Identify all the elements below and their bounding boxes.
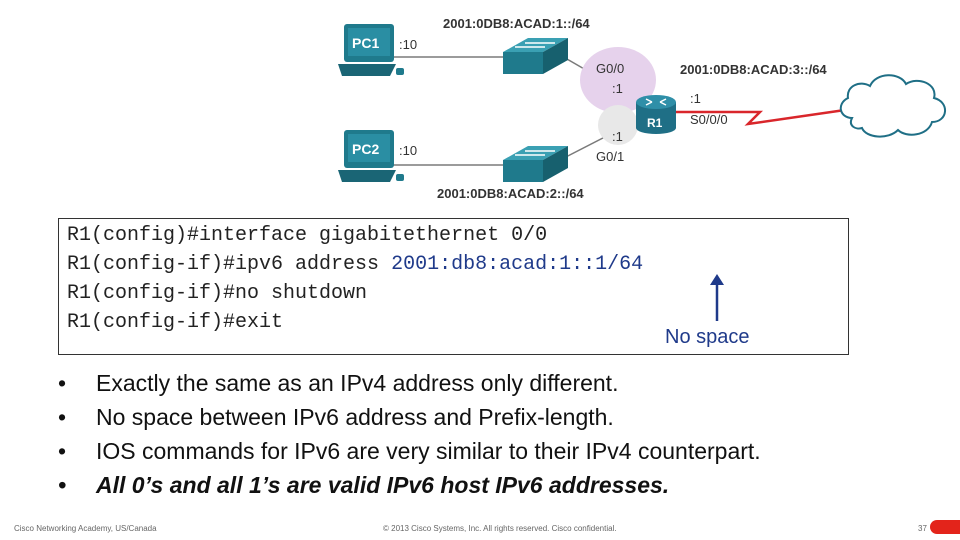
g00-highlight <box>580 47 656 113</box>
cli-line-2-prompt: R1(config-if)#ipv6 address <box>67 253 392 276</box>
bullet-dot: • <box>58 370 67 396</box>
bullet-item: •IOS commands for IPv6 are very similar … <box>58 434 761 468</box>
wan-link <box>676 108 846 126</box>
wan-network-label: 2001:0DB8:ACAD:3::/64 <box>680 62 827 77</box>
internet-cloud <box>839 74 946 138</box>
cli-example-box: R1(config)#interface gigabitethernet 0/0… <box>58 218 849 355</box>
pc1-host-label: :10 <box>399 37 417 52</box>
bullet-dot: • <box>58 472 67 498</box>
bullet-item: •All 0’s and all 1’s are valid IPv6 host… <box>58 468 761 502</box>
cli-line-2: R1(config-if)#ipv6 address 2001:db8:acad… <box>67 253 643 277</box>
lan2-network-label: 2001:0DB8:ACAD:2::/64 <box>437 186 584 201</box>
g00-interface-label: G0/0 <box>596 61 624 76</box>
cli-line-4: R1(config-if)#exit <box>67 311 284 334</box>
network-topology-diagram: PC1 :10 PC2 :10 R1 2001:0DB8:ACAD:1::/64… <box>338 16 946 201</box>
bullet-item: •Exactly the same as an IPv4 address onl… <box>58 366 761 400</box>
pc1-device: PC1 <box>338 24 404 76</box>
bullet-item: •No space between IPv6 address and Prefi… <box>58 400 761 434</box>
cisco-accent-badge <box>930 520 960 534</box>
pc2-label: PC2 <box>352 141 379 157</box>
g01-host-label: :1 <box>612 129 623 144</box>
no-space-annotation: No space <box>665 326 750 348</box>
g01-interface-label: G0/1 <box>596 149 624 164</box>
s000-host-label: :1 <box>690 91 701 106</box>
switch-lan1 <box>503 38 568 74</box>
pc2-host-label: :10 <box>399 143 417 158</box>
up-arrow-icon <box>710 274 724 321</box>
cli-line-1: R1(config)#interface gigabitethernet 0/0 <box>67 224 548 247</box>
router-r1: R1 <box>636 95 676 134</box>
g00-host-label: :1 <box>612 81 623 96</box>
bullet-dot: • <box>58 404 67 430</box>
footer-academy: Cisco Networking Academy, US/Canada <box>14 524 157 533</box>
router-label: R1 <box>647 116 663 130</box>
s000-interface-label: S0/0/0 <box>690 112 728 127</box>
cli-line-3: R1(config-if)#no shutdown <box>67 282 368 305</box>
cli-ipv6-address: 2001:db8:acad:1::1/64 <box>391 253 644 276</box>
page-number: 37 <box>918 524 927 533</box>
pc1-label: PC1 <box>352 35 379 51</box>
switch-lan2 <box>503 146 568 182</box>
lan1-network-label: 2001:0DB8:ACAD:1::/64 <box>443 16 590 31</box>
bullet-list: •Exactly the same as an IPv4 address onl… <box>58 366 761 502</box>
bullet-dot: • <box>58 438 67 464</box>
pc2-device: PC2 <box>338 130 404 182</box>
footer-copyright: © 2013 Cisco Systems, Inc. All rights re… <box>383 524 617 533</box>
